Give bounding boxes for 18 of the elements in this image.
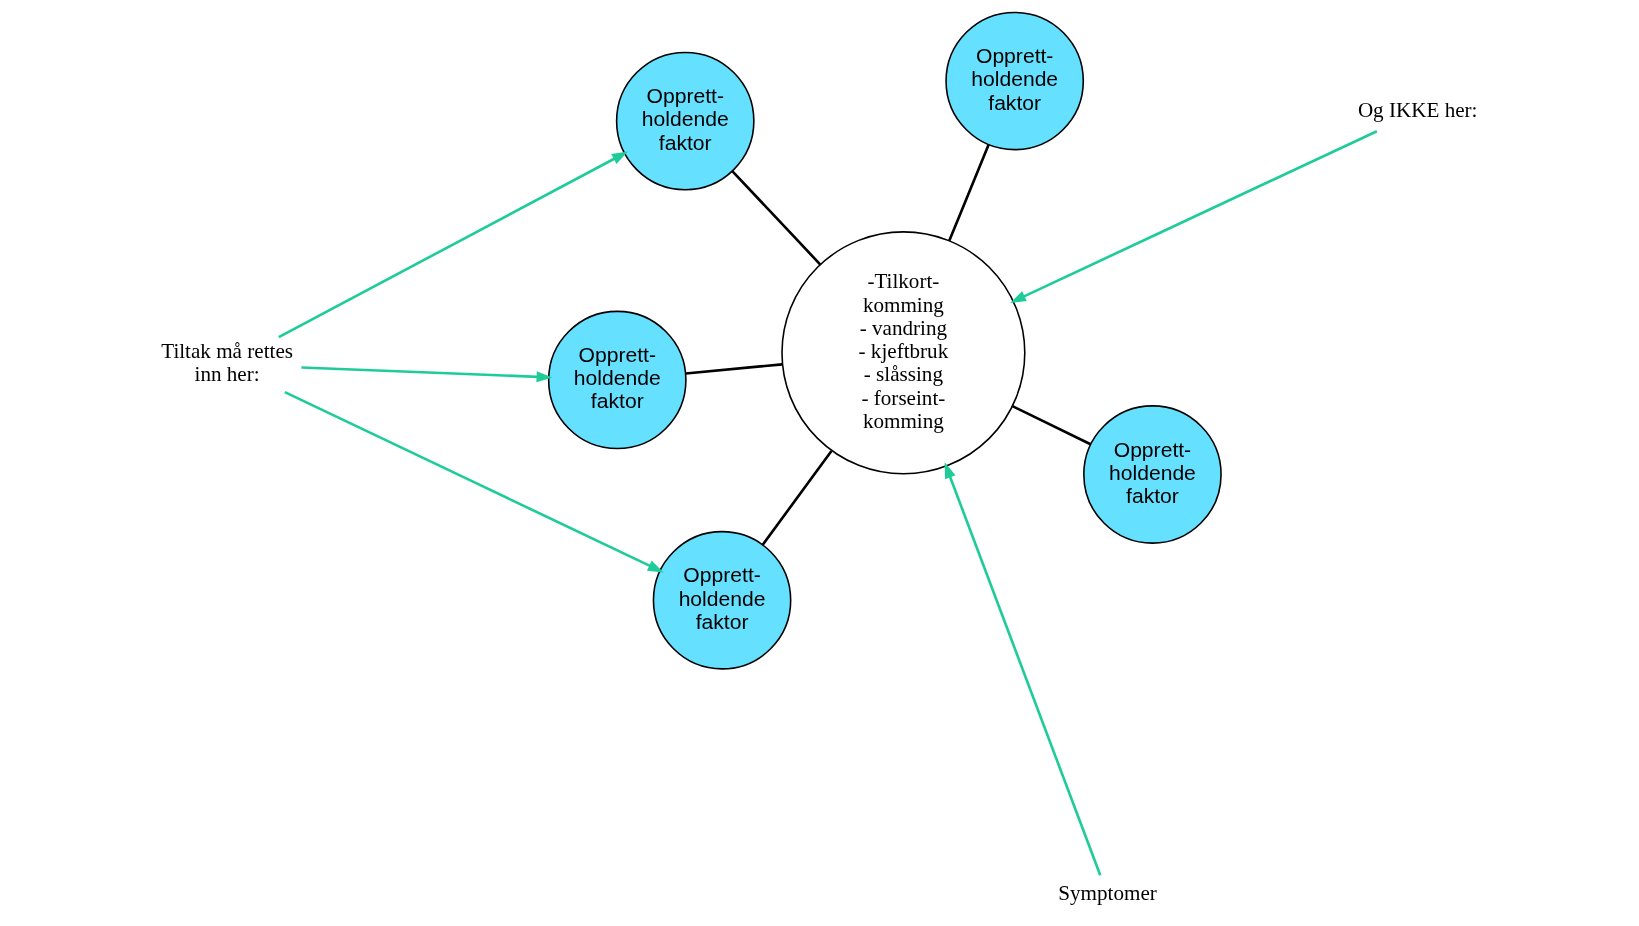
connector	[685, 363, 783, 375]
node-text: Og IKKE her:	[1357, 98, 1478, 123]
connector	[1011, 404, 1092, 446]
node-text: Tiltak må rettes inn her:	[161, 339, 293, 387]
node-circle: Opprett- holdende faktor	[547, 310, 687, 450]
arrow	[301, 366, 553, 383]
connector	[731, 170, 822, 266]
node-circle: Opprett- holdende faktor	[945, 11, 1085, 151]
connector	[948, 144, 990, 242]
node-circle: Opprett- holdende faktor	[1083, 405, 1222, 544]
arrow	[278, 151, 628, 339]
arrow	[944, 462, 1102, 876]
connector	[761, 450, 833, 546]
arrow	[284, 390, 664, 573]
node-text: Symptomer	[1058, 880, 1157, 905]
arrow	[1010, 130, 1378, 303]
node-circle: Opprett- holdende faktor	[615, 51, 755, 191]
node-circle: Opprett- holdende faktor	[652, 530, 792, 670]
